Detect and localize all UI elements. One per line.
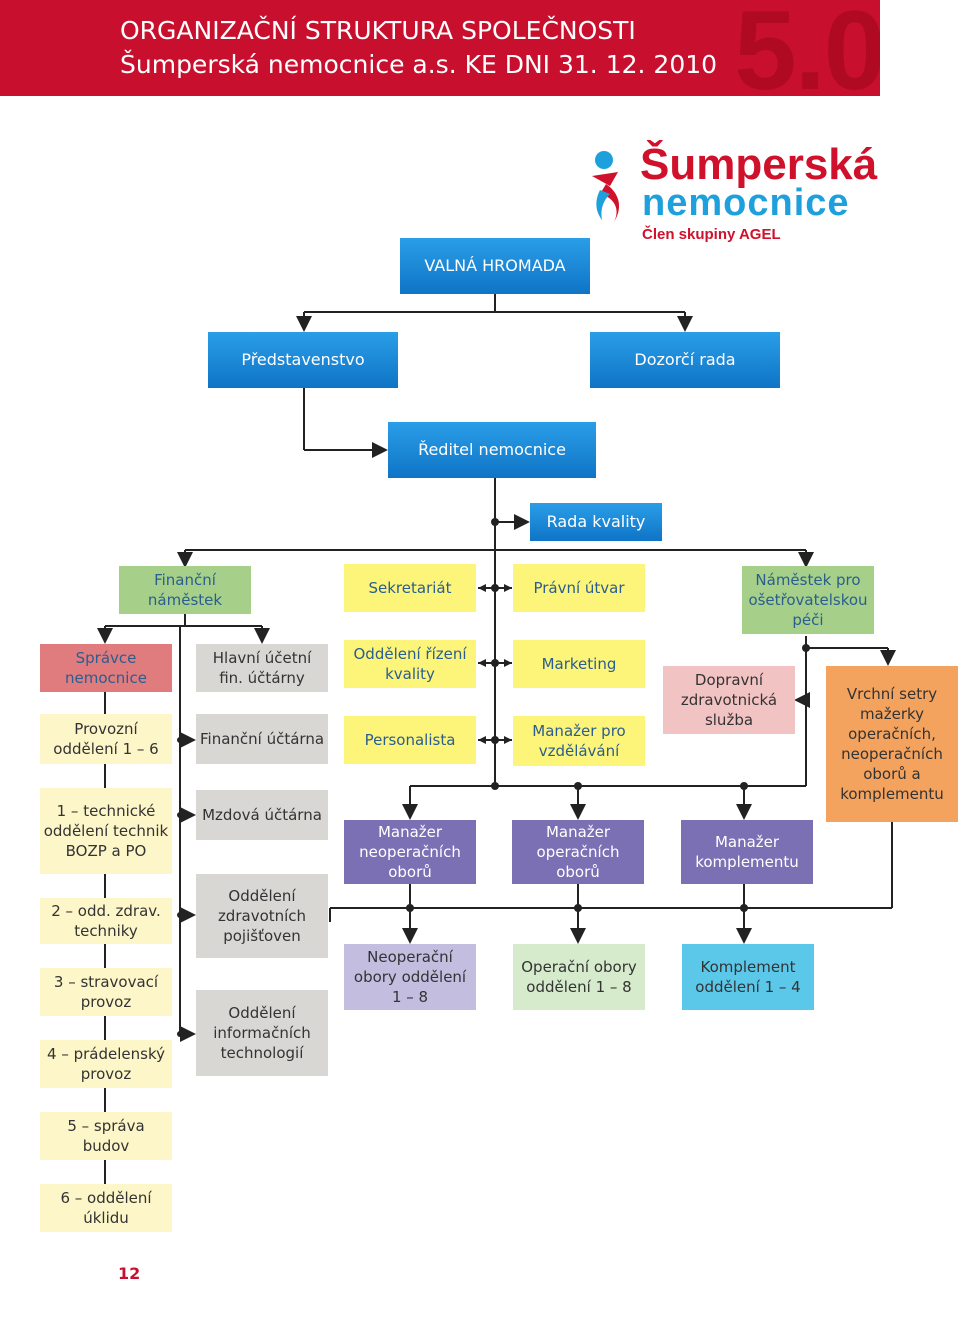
company-logo: Šumperská nemocnice Člen skupiny AGEL [588,140,888,250]
node-sekretariat: Sekretariát [344,564,476,612]
node-sprava-budov: 5 – správa budov [40,1112,172,1160]
node-financni-uctarna: Finanční účtárna [196,714,328,764]
node-marketing: Marketing [513,640,645,688]
node-vrchni-sestry: Vrchní setry mažerky operačních, neopera… [826,666,958,822]
node-neoperacni-obory: Neoperační obory oddělení 1 – 8 [344,944,476,1010]
node-pradelensky-provoz: 4 – prádelenský provoz [40,1040,172,1088]
node-financni-namestek: Finanční náměstek [119,566,251,614]
node-manazer-neoperacnich: Manažer neoperačních oborů [344,820,476,884]
node-reditel: Ředitel nemocnice [388,422,596,478]
logo-line-1: Šumperská [640,140,878,189]
logo-figure-icon [592,151,620,222]
node-manazer-komplementu: Manažer komplementu [681,820,813,884]
node-informacni-technologie: Oddělení informačních technologií [196,990,328,1076]
node-technicke-oddeleni: 1 – technické oddělení technik BOZP a PO [40,788,172,874]
logo-line-2: nemocnice [642,182,850,224]
node-rizeni-kvality: Oddělení řízení kvality [344,640,476,688]
node-provozni-oddeleni: Provozní oddělení 1 – 6 [40,714,172,764]
node-mzdova-uctarna: Mzdová účtárna [196,790,328,840]
node-spravce-nemocnice: Správce nemocnice [40,644,172,692]
node-manazer-operacnich: Manažer operačních oborů [512,820,644,884]
header-subtitle: Šumperská nemocnice a.s. KE DNI 31. 12. … [120,50,718,79]
page-header: ORGANIZAČNÍ STRUKTURA SPOLEČNOSTI Šumper… [0,0,880,96]
node-odd-zdrav-techniky: 2 – odd. zdrav. techniky [40,898,172,944]
header-title: ORGANIZAČNÍ STRUKTURA SPOLEČNOSTI [120,16,636,45]
node-personalista: Personalista [344,716,476,764]
node-stravovaci-provoz: 3 – stravovací provoz [40,968,172,1016]
node-hlavni-ucetni: Hlavní účetní fin. účtárny [196,644,328,692]
page-number: 12 [118,1264,141,1283]
logo-tagline: Člen skupiny AGEL [642,226,781,243]
section-number: 5.0 [734,0,880,96]
node-namestek-osetrovatelske: Náměstek pro ošetřovatelskou péči [742,566,874,634]
node-manazer-vzdelavani: Manažer pro vzdělávání [513,716,645,766]
node-pravni-utvar: Právní útvar [513,564,645,612]
node-operacni-obory: Operační obory oddělení 1 – 8 [513,944,645,1010]
node-zdravotni-pojistovny: Oddělení zdravotních pojišťoven [196,874,328,958]
node-dozorci-rada: Dozorčí rada [590,332,780,388]
node-dopravni-sluzba: Dopravní zdravotnická služba [663,666,795,734]
node-valna-hromada: VALNÁ HROMADA [400,238,590,294]
node-rada-kvality: Rada kvality [530,503,662,541]
node-komplement-oddeleni: Komplement oddělení 1 – 4 [682,944,814,1010]
node-predstavenstvo: Představenstvo [208,332,398,388]
node-oddeleni-uklidu: 6 – oddělení úklidu [40,1184,172,1232]
